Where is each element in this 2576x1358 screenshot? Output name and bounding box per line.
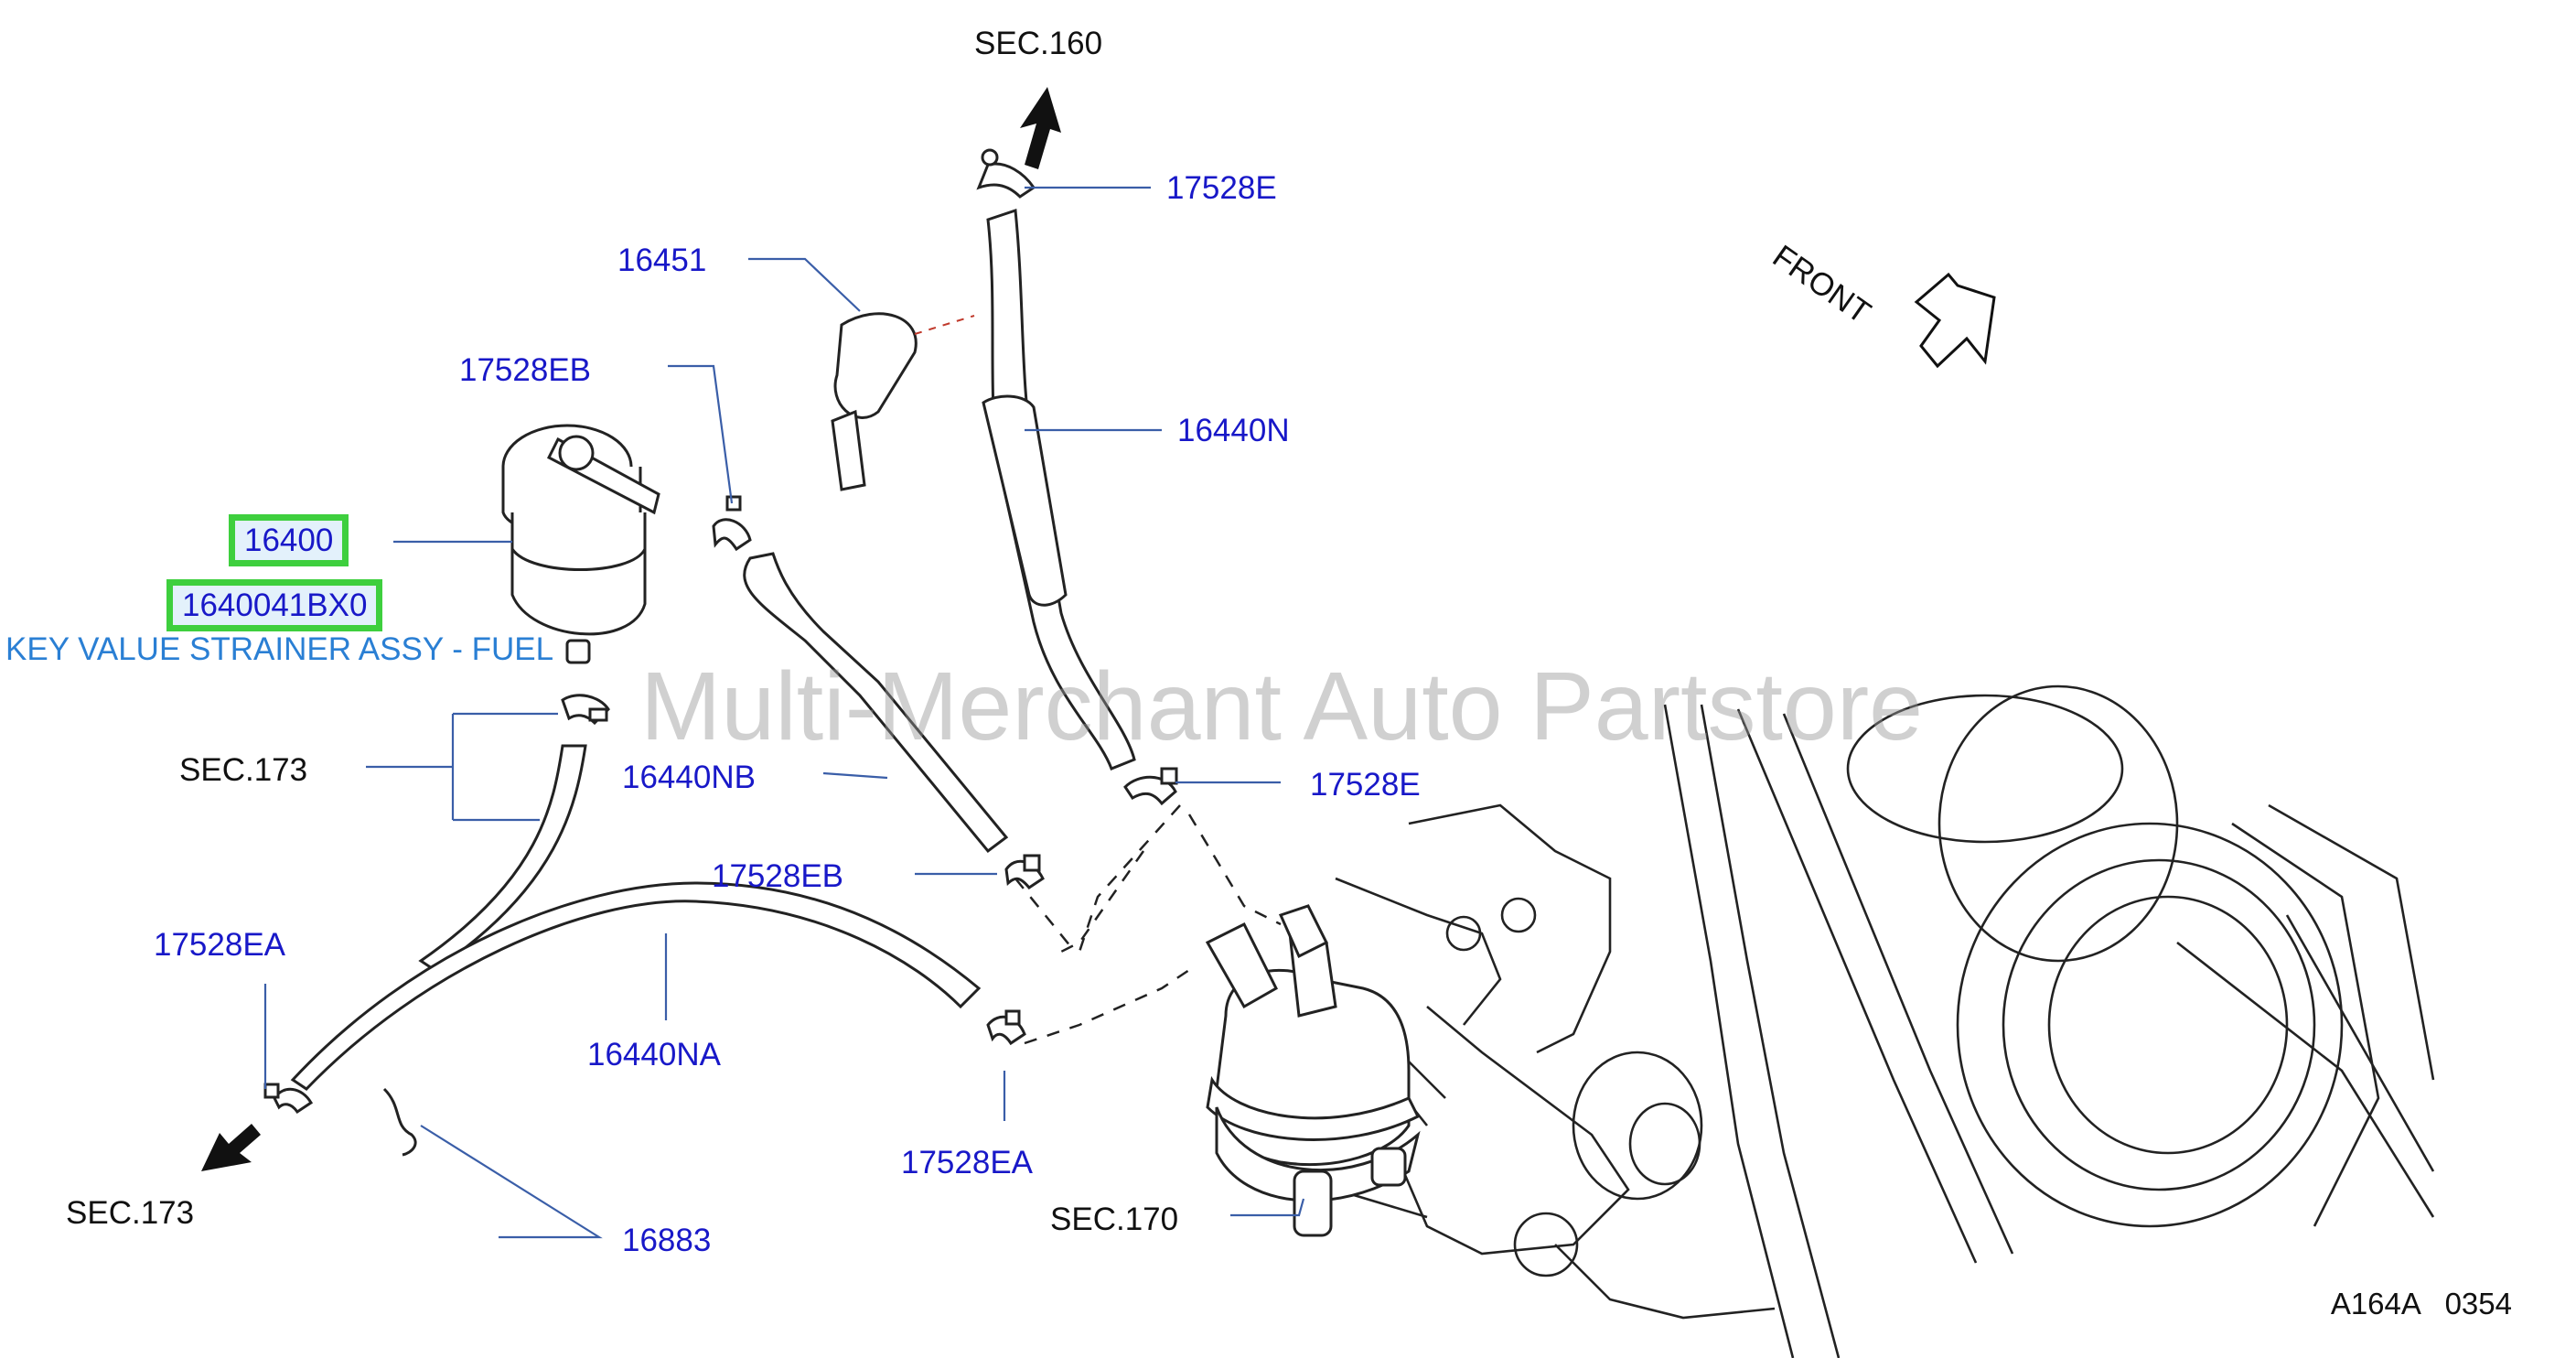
fuel-pump: [1205, 904, 1421, 1237]
label-16440nb[interactable]: 16440NB: [622, 760, 756, 795]
direction-arrows: [201, 87, 1996, 1171]
engine-block: [1335, 684, 2435, 1358]
label-16440n[interactable]: 16440N: [1177, 413, 1290, 448]
label-sec173-bottom[interactable]: SEC.173: [66, 1195, 195, 1231]
label-16451[interactable]: 16451: [617, 242, 707, 278]
label-17528eb-mid[interactable]: 17528EB: [712, 858, 844, 894]
label-sec160[interactable]: SEC.160: [974, 26, 1103, 61]
front-arrow-icon: [1914, 272, 1996, 369]
hose-clips: [263, 148, 1178, 1115]
highlight-part-number[interactable]: 16400: [229, 514, 349, 566]
watermark: Multi-Merchant Auto Partstore: [640, 652, 1924, 760]
label-17528ea-left[interactable]: 17528EA: [154, 927, 286, 963]
label-16883[interactable]: 16883: [622, 1223, 712, 1258]
highlight-oem-number[interactable]: 1640041BX0: [166, 579, 383, 631]
label-17528e-top[interactable]: 17528E: [1166, 170, 1277, 206]
label-17528e-mid[interactable]: 17528E: [1310, 767, 1421, 803]
diagram-code: A164A 0354: [2330, 1287, 2512, 1320]
fuel-hoses: [290, 208, 1136, 1157]
label-17528ea-bottom[interactable]: 17528EA: [901, 1145, 1034, 1180]
arrow-down-left-icon: [201, 1124, 261, 1171]
fuel-strainer: [501, 424, 660, 664]
routing-dashes: [1014, 804, 1282, 1045]
label-sec173-mid[interactable]: SEC.173: [179, 752, 308, 788]
label-17528eb-left[interactable]: 17528EB: [459, 352, 592, 388]
highlight-description: KEY VALUE STRAINER ASSY - FUEL: [5, 631, 554, 667]
leader-lines: [263, 186, 1305, 1239]
label-16440na[interactable]: 16440NA: [587, 1037, 721, 1072]
label-sec170[interactable]: SEC.170: [1050, 1202, 1179, 1237]
arrow-up-icon: [1020, 87, 1061, 169]
